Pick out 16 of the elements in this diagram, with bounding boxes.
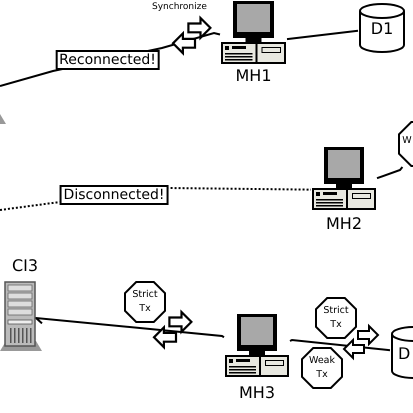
connector-line: [290, 338, 390, 352]
octagon-label: Weak Tx: [308, 354, 336, 382]
octagon-label: Strict Tx: [322, 304, 350, 332]
node-label: D: [398, 344, 410, 362]
connector-line: [376, 166, 404, 180]
node-label: MH1: [234, 66, 272, 85]
octagon-label: W: [401, 134, 413, 148]
edge-label: Disconnected!: [60, 185, 168, 205]
node-label: D1: [370, 19, 394, 38]
octagon-label: Strict Tx: [131, 288, 159, 316]
edge-label: Reconnected!: [55, 50, 160, 70]
connector-line: [286, 30, 358, 40]
annotation-text: Synchronize: [152, 2, 207, 12]
node-label: MH2: [324, 214, 363, 233]
node-label: MH3: [238, 383, 276, 402]
node-label: CI3: [10, 256, 40, 275]
